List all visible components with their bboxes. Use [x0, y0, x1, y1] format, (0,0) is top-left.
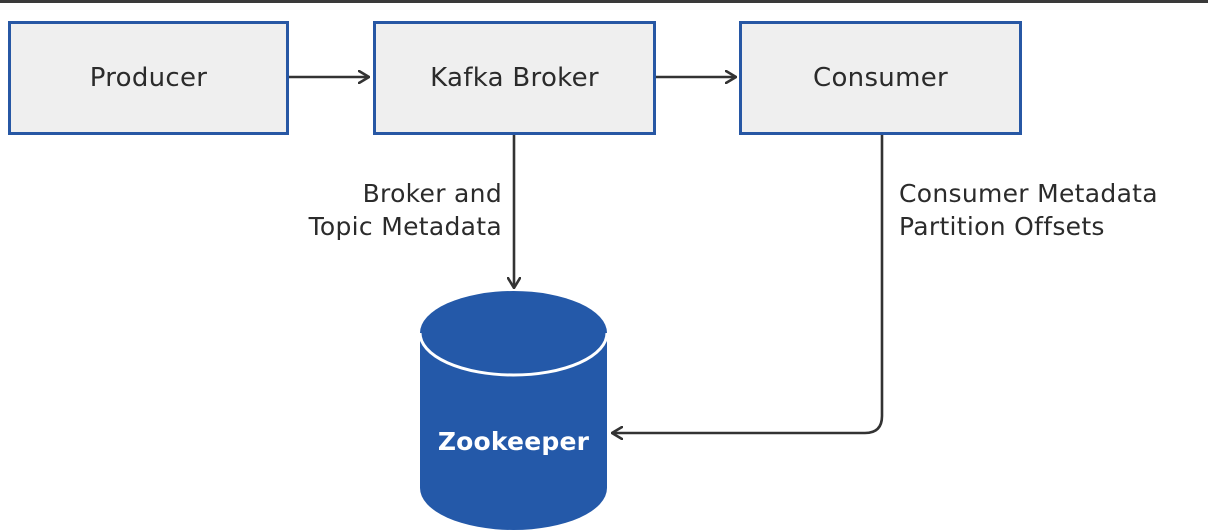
producer-label: Producer — [89, 63, 208, 93]
kafka-broker-label: Kafka Broker — [430, 63, 599, 93]
broker-metadata-label: Broker and Topic Metadata — [309, 177, 502, 243]
arrow-consumer-to-zookeeper — [612, 135, 884, 433]
consumer-metadata-line2: Partition Offsets — [899, 212, 1105, 241]
broker-metadata-line2: Topic Metadata — [308, 212, 502, 241]
consumer-label: Consumer — [813, 63, 948, 93]
consumer-metadata-line1: Consumer Metadata — [899, 179, 1158, 208]
consumer-metadata-label: Consumer Metadata Partition Offsets — [899, 177, 1158, 243]
kafka-broker-node: Kafka Broker — [373, 21, 656, 135]
broker-metadata-line1: Broker and — [362, 179, 502, 208]
consumer-node: Consumer — [739, 21, 1022, 135]
zookeeper-label: Zookeeper — [437, 427, 590, 456]
producer-node: Producer — [8, 21, 289, 135]
zookeeper-database-icon — [418, 291, 609, 530]
top-divider — [0, 0, 1208, 3]
